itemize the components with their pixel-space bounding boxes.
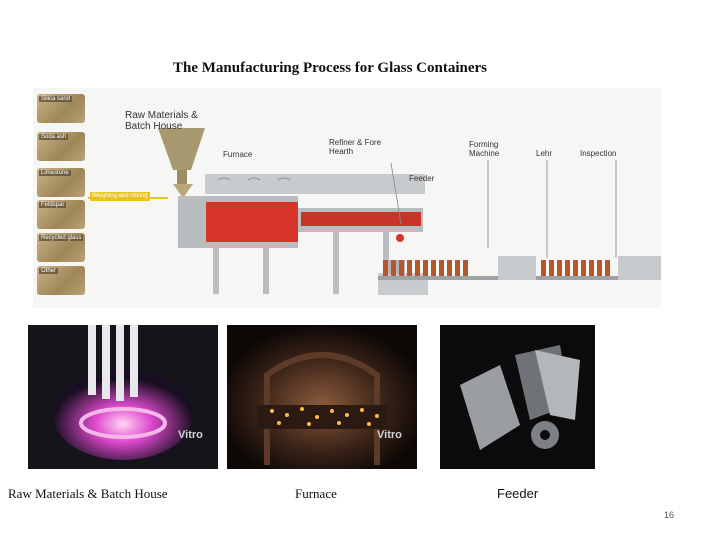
caption-feeder: Feeder — [497, 486, 539, 501]
lehr-tunnel-1 — [498, 256, 536, 280]
material-recycled-glass: Recycled glass — [37, 233, 85, 262]
label-forming-machine: Forming Machine — [469, 140, 500, 158]
label-furnace: Furnace — [223, 150, 253, 159]
page-number: 16 — [664, 510, 675, 520]
batch-pile — [173, 184, 193, 198]
watermark-2: Vitro — [377, 429, 402, 441]
material-silica-sand: Silica sand — [37, 94, 85, 123]
induction-heating-photo: Vitro — [28, 325, 218, 469]
slide-title: The Manufacturing Process for Glass Cont… — [172, 60, 488, 76]
hopper-chute — [177, 170, 187, 184]
label-lehr: Lehr — [536, 149, 553, 158]
caption-raw-materials: Raw Materials & Batch House — [8, 486, 168, 501]
lehr-tunnel-2 — [618, 256, 661, 280]
material-other: Other — [37, 266, 85, 295]
batch-hopper — [158, 128, 205, 170]
weighing-label: Weighing and mixing — [90, 192, 150, 201]
label-inspection: Inspection — [580, 149, 617, 158]
furnace-cover — [205, 174, 425, 194]
caption-furnace: Furnace — [295, 486, 337, 501]
process-diagram: Silica sand Soda ash Limestone Feldspar … — [33, 88, 661, 308]
furnace-photo: Vitro — [227, 325, 417, 469]
refiner-molten-glass — [301, 212, 421, 226]
material-limestone: Limestone — [37, 168, 85, 197]
label-refiner: Refiner & Fore Hearth — [329, 138, 382, 156]
feeder-parts-photo — [440, 325, 595, 469]
label-feeder: Feeder — [409, 174, 435, 183]
bottles-row-2 — [541, 260, 610, 276]
furnace-molten-glass — [206, 202, 298, 242]
bottles-row-1 — [383, 260, 468, 276]
gob-drop — [396, 234, 404, 242]
material-feldspar: Feldspar — [37, 200, 85, 229]
process-diagram-graphic — [88, 128, 661, 295]
label-raw-materials: Raw Materials & Batch House — [125, 110, 198, 132]
material-soda-ash: Soda ash — [37, 132, 85, 161]
watermark-1: Vitro — [178, 429, 203, 441]
